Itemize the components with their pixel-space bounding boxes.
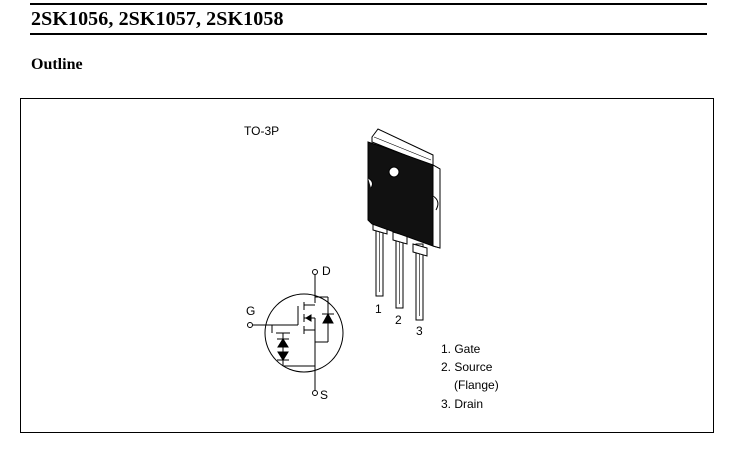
pin-legend-source: 2. Source [441, 360, 493, 374]
outline-frame [20, 98, 714, 433]
package-body [367, 141, 441, 249]
pin-legend-drain: 3. Drain [441, 397, 484, 411]
pin-legend-gate: 1. Gate [441, 342, 481, 356]
source-label: S [320, 388, 329, 402]
gate-label: G [246, 304, 256, 318]
drain-label: D [322, 264, 331, 278]
section-heading: Outline [31, 56, 83, 73]
pin-legend-flange-note: (Flange) [454, 378, 499, 392]
package-tab [371, 128, 434, 167]
gate-terminal [247, 322, 253, 328]
pin-number-2: 2 [395, 313, 402, 327]
pin-number-1: 1 [375, 302, 382, 316]
source-terminal [312, 390, 318, 396]
mounting-hole [388, 166, 400, 178]
symbol-circle [264, 293, 344, 373]
package-type-label: TO-3P [244, 124, 280, 138]
pin-lead-3 [415, 243, 424, 321]
header-top-rule [30, 3, 707, 5]
drain-terminal [312, 269, 318, 275]
pin-number-3: 3 [416, 324, 423, 338]
header-bottom-rule [30, 33, 707, 35]
document-title: 2SK1056, 2SK1057, 2SK1058 [31, 8, 284, 30]
